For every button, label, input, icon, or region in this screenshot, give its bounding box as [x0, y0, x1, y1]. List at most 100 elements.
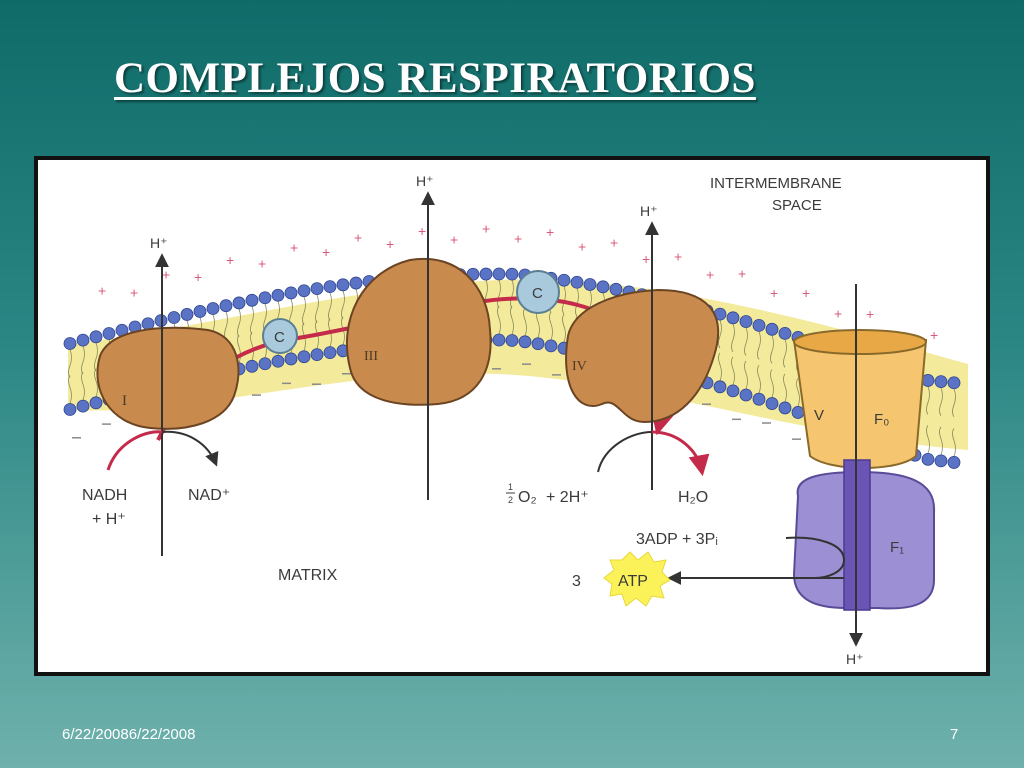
- oxygen-label: O₂: [518, 489, 537, 506]
- lipid-head: [271, 288, 285, 302]
- cytochrome-c-right: C: [516, 270, 560, 314]
- two-protons-label: + 2H⁺: [546, 489, 589, 506]
- lipid-head: [791, 406, 805, 419]
- page-number: 7: [950, 726, 959, 743]
- plus-sign: +: [450, 231, 458, 247]
- lipid-head: [557, 273, 571, 287]
- lipid-head: [570, 275, 584, 289]
- complex-iv: IV: [565, 288, 720, 424]
- lipid-head: [310, 348, 324, 362]
- plus-sign: +: [98, 283, 106, 299]
- complex-iii-label: III: [364, 349, 378, 364]
- plus-sign: +: [770, 285, 778, 301]
- lipid-head: [934, 454, 948, 468]
- lipid-head: [89, 396, 103, 410]
- positive-charges: +++++++++++++++++++++++++++: [98, 220, 938, 343]
- lipid-head: [752, 318, 766, 332]
- cytochrome-c-left-label: C: [274, 329, 285, 346]
- complex-v-label: V: [814, 407, 824, 424]
- plus-sign: +: [514, 230, 522, 246]
- lipid-head: [726, 311, 740, 325]
- complex-i-label: I: [122, 393, 127, 409]
- plus-sign: +: [194, 269, 202, 285]
- lipid-head: [583, 278, 597, 291]
- nadh-plus-h-label: + H⁺: [92, 511, 126, 528]
- lipid-head: [206, 302, 220, 315]
- lipid-head: [947, 376, 961, 390]
- oxygen-arrow: [597, 431, 653, 473]
- proton-label-4: H⁺: [640, 203, 658, 219]
- lipid-head: [778, 401, 792, 415]
- lipid-head: [518, 335, 532, 349]
- complex-iii: III: [345, 257, 492, 406]
- plus-sign: +: [546, 224, 554, 240]
- lipid-head: [765, 397, 779, 410]
- lipid-head: [323, 346, 337, 360]
- respiratory-chain-diagram: +++++++++++++++++++++++++++ I C III C: [38, 160, 986, 672]
- plus-sign: +: [642, 251, 650, 267]
- cytochrome-c-left: C: [262, 318, 298, 354]
- lipid-head: [492, 267, 506, 281]
- lipid-head: [297, 284, 311, 298]
- plus-sign: +: [578, 239, 586, 255]
- half-denominator: 2: [508, 495, 513, 505]
- plus-sign: +: [290, 239, 298, 255]
- lipid-head: [596, 280, 610, 294]
- lipid-head: [531, 337, 545, 351]
- lipid-head: [232, 296, 246, 310]
- lipid-head: [102, 327, 116, 340]
- lipid-head: [258, 291, 272, 305]
- proton-label-3: H⁺: [416, 173, 434, 189]
- lipid-head: [492, 333, 506, 347]
- atp-burst: 3 ATP: [572, 551, 671, 607]
- lipid-head: [76, 333, 90, 347]
- intermembrane-label: INTERMEMBRANE: [710, 175, 842, 192]
- lipid-head: [713, 380, 727, 394]
- cytochrome-c-right-label: C: [532, 285, 543, 302]
- lipid-head: [479, 267, 493, 281]
- f0-label: F₀: [874, 411, 889, 428]
- plus-sign: +: [386, 236, 394, 252]
- nadh-arrow: [106, 430, 163, 471]
- plus-sign: +: [258, 255, 266, 271]
- lipid-head: [336, 278, 350, 292]
- lipid-head: [739, 315, 753, 328]
- lipid-head: [180, 308, 194, 321]
- plus-sign: +: [930, 327, 938, 343]
- lipid-head: [323, 280, 337, 294]
- lipid-head: [739, 388, 753, 402]
- adp-label: 3ADP + 3Pᵢ: [636, 531, 718, 548]
- footer-date: 6/22/20086/22/2008: [62, 726, 196, 743]
- lipid-head: [245, 359, 259, 373]
- lipid-head: [89, 330, 103, 344]
- plus-sign: +: [418, 223, 426, 239]
- lipid-head: [167, 311, 181, 324]
- plus-sign: +: [802, 285, 810, 301]
- lipid-head: [258, 357, 272, 371]
- plus-sign: +: [866, 306, 874, 322]
- complex-v-f0: V F₀: [792, 329, 928, 469]
- water-label: H₂O: [678, 489, 708, 506]
- proton-label-5: H⁺: [846, 651, 864, 667]
- complex-i: I: [96, 326, 240, 430]
- lipid-head: [297, 350, 311, 364]
- lipid-head: [765, 322, 779, 336]
- lipid-head: [284, 352, 298, 366]
- plus-sign: +: [738, 265, 746, 281]
- lipid-head: [752, 392, 766, 406]
- lipid-head: [271, 354, 285, 368]
- lipid-head: [505, 334, 519, 347]
- plus-sign: +: [610, 234, 618, 250]
- atp-label: ATP: [618, 573, 648, 590]
- lipid-head: [245, 293, 259, 307]
- complex-v-f1: F₁: [792, 459, 936, 611]
- lipid-head: [934, 375, 948, 389]
- lipid-head: [284, 286, 298, 300]
- plus-sign: +: [354, 230, 362, 246]
- proton-label-1: H⁺: [150, 235, 168, 251]
- lipid-head: [310, 282, 324, 296]
- plus-sign: +: [706, 267, 714, 283]
- diagram-frame: +++++++++++++++++++++++++++ I C III C: [34, 156, 990, 676]
- lipid-head: [63, 403, 77, 416]
